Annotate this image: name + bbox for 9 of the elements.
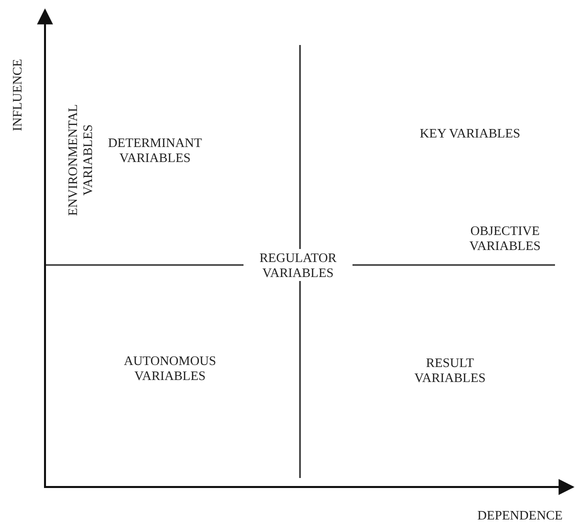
axis-label: INFLUENCE — [10, 58, 24, 134]
quadrant-label: KEY VARIABLES — [418, 126, 522, 140]
quadrant-label: RESULT VARIABLES — [413, 355, 487, 385]
quadrant-label: ENVIRONMENTAL VARIABLES — [65, 103, 95, 218]
axis-label: DEPENDENCE — [476, 508, 564, 522]
quadrant-label: REGULATOR VARIABLES — [244, 249, 352, 281]
quadrant-label: AUTONOMOUS VARIABLES — [122, 353, 218, 383]
quadrant-label: DETERMINANT VARIABLES — [107, 135, 203, 165]
quadrant-label: OBJECTIVE VARIABLES — [468, 223, 542, 253]
